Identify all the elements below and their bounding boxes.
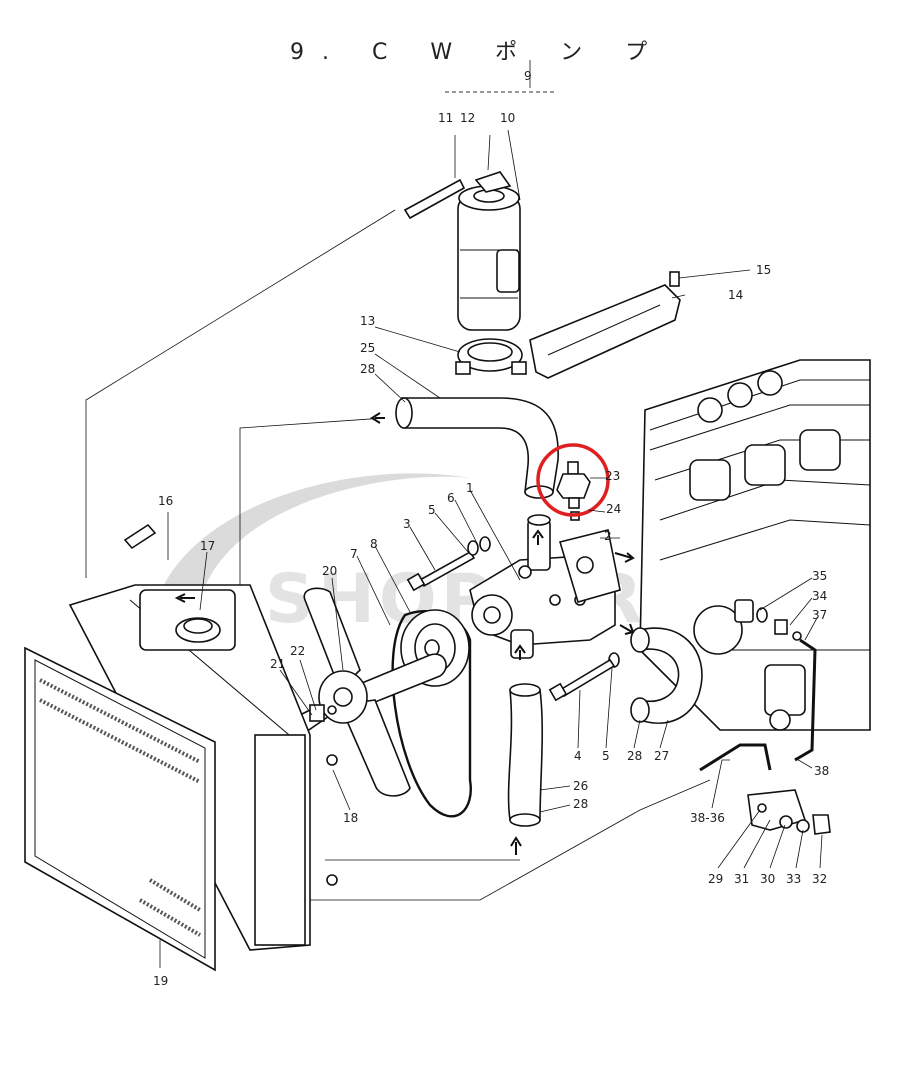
bolt-15 <box>669 271 680 287</box>
callout-4: 4 <box>574 749 582 763</box>
callout-21: 21 <box>270 657 285 671</box>
fan-spacer <box>309 704 337 722</box>
callout-28a: 28 <box>360 362 375 376</box>
leader-lines <box>159 60 823 968</box>
washers-5-6 <box>467 536 620 668</box>
callout-11: 11 <box>438 111 453 125</box>
callout-32: 32 <box>812 872 827 886</box>
callout-13: 13 <box>360 314 375 328</box>
callout-31: 31 <box>734 872 749 886</box>
callout-22: 22 <box>290 644 305 658</box>
callout-6: 6 <box>447 491 455 505</box>
bolt-3 <box>406 550 476 592</box>
callout-1: 1 <box>466 481 474 495</box>
radiator-grille <box>24 646 216 972</box>
thermo-switch-23 <box>556 461 591 521</box>
callout-30: 30 <box>760 872 775 886</box>
callout-26: 26 <box>573 779 588 793</box>
lower-hose <box>507 683 544 827</box>
callout-3: 3 <box>403 517 411 531</box>
bolt-4 <box>548 658 616 702</box>
callout-28c: 28 <box>573 797 588 811</box>
overflow-pipe <box>403 178 466 220</box>
flow-arrows <box>174 412 635 855</box>
callout-34: 34 <box>812 589 827 603</box>
callout-28b: 28 <box>627 749 642 763</box>
upper-hose <box>395 397 559 499</box>
pump-gasket <box>558 529 621 603</box>
engine-block <box>639 359 871 731</box>
callout-12: 12 <box>460 111 475 125</box>
highlight-circle <box>536 443 610 517</box>
callout-5b: 5 <box>602 749 610 763</box>
callout-38: 38 <box>814 764 829 778</box>
callout-14: 14 <box>728 288 743 302</box>
callout-10: 10 <box>500 111 515 125</box>
drain-assembly <box>699 599 831 835</box>
callout-35: 35 <box>812 569 827 583</box>
callout-9: 9 <box>524 69 532 83</box>
callout-20: 20 <box>322 564 337 578</box>
diagram-title: 9. C W ポ ン プ <box>290 40 666 65</box>
callout-29: 29 <box>708 872 723 886</box>
mount-bracket <box>529 284 681 379</box>
callout-25: 25 <box>360 341 375 355</box>
callout-7: 7 <box>350 547 358 561</box>
callout-27: 27 <box>654 749 669 763</box>
callout-37: 37 <box>812 608 827 622</box>
callout-18: 18 <box>343 811 358 825</box>
guide-lines <box>85 91 711 901</box>
callout-16: 16 <box>158 494 173 508</box>
reservoir-tank <box>457 171 521 331</box>
callout-5a: 5 <box>428 503 436 517</box>
callout-8: 8 <box>370 537 378 551</box>
tank-band <box>455 338 527 375</box>
callout-labels: 9 11 12 10 15 14 13 25 28 23 24 2 1 6 5 … <box>153 69 829 988</box>
callout-17: 17 <box>200 539 215 553</box>
bypass-hose <box>630 627 703 724</box>
callout-33: 33 <box>786 872 801 886</box>
callout-2: 2 <box>604 529 612 543</box>
callout-23: 23 <box>605 469 620 483</box>
callout-15: 15 <box>756 263 771 277</box>
callout-38-36: 38-36 <box>690 811 725 825</box>
callout-24: 24 <box>606 502 621 516</box>
callout-19: 19 <box>153 974 168 988</box>
